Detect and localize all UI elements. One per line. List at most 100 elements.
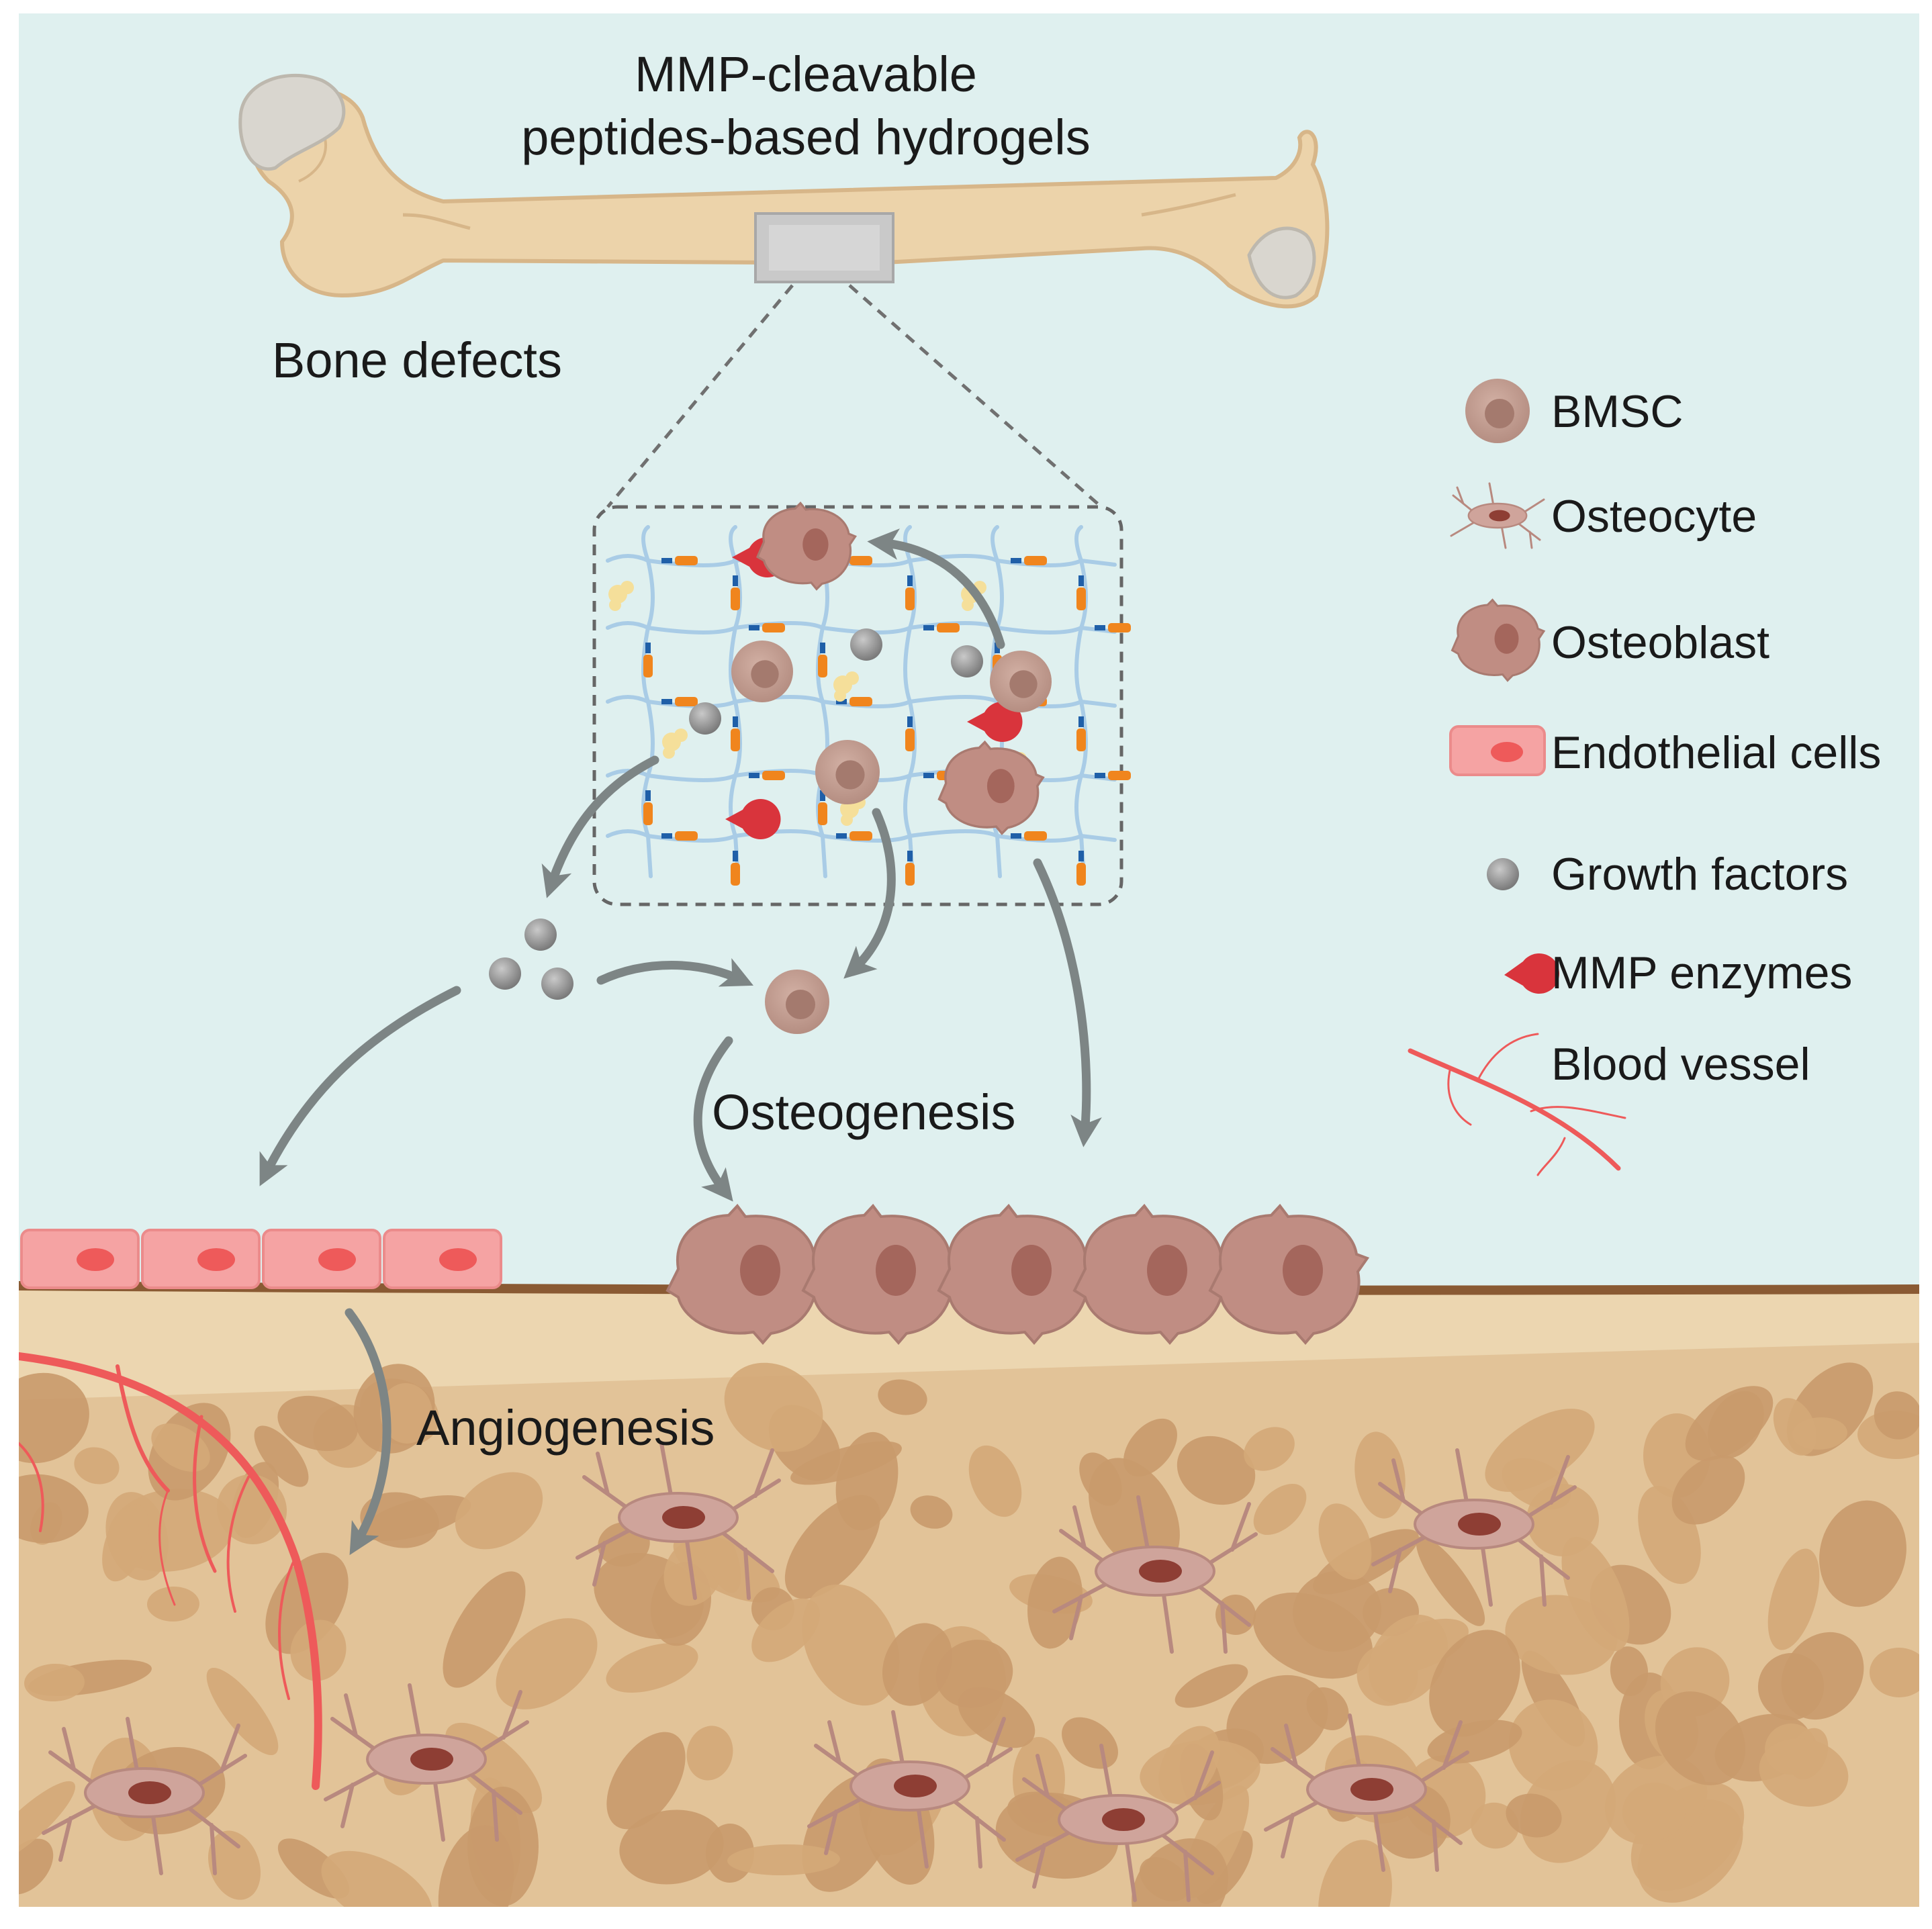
- marrow-pore: [1177, 1436, 1256, 1505]
- marrow-pore: [496, 1618, 598, 1709]
- marrow-pore: [1759, 1738, 1849, 1807]
- bone-defects-label: Bone defects: [272, 332, 562, 388]
- legend-label-blood-vessel: Blood vessel: [1551, 1039, 1810, 1090]
- marrow-pore: [455, 1472, 543, 1550]
- marrow-pore: [1874, 1391, 1919, 1440]
- marrow-pore: [254, 1425, 309, 1487]
- process-arrows: [259, 528, 1102, 1556]
- marrow-pore: [206, 1667, 279, 1756]
- marrow-pore: [208, 1830, 261, 1900]
- marrow-pore: [1123, 1418, 1177, 1477]
- arrow-bmsc-to-osteoblast: [693, 1036, 733, 1202]
- marrow-pore: [1622, 1782, 1686, 1841]
- arrow-angiogenesis: [344, 1308, 392, 1556]
- marrow-pore: [1685, 1386, 1774, 1461]
- marrow-pore: [379, 1383, 433, 1444]
- title-line-1: MMP-cleavable: [635, 46, 977, 102]
- marrow-pore: [1369, 1614, 1448, 1704]
- angiogenesis-label: Angiogenesis: [416, 1400, 715, 1456]
- marrow-pore: [1416, 1536, 1485, 1626]
- marrow-pore: [19, 1838, 54, 1895]
- marrow-pore: [1253, 1483, 1307, 1536]
- legend-label-osteocyte: Osteocyte: [1551, 491, 1757, 542]
- hydrogel-network-inset: [592, 502, 1131, 906]
- marrow-pore: [1354, 1431, 1406, 1519]
- marrow-pore: [958, 1687, 1036, 1748]
- marrow-pore: [1508, 1699, 1598, 1791]
- osteocyte: [576, 1442, 781, 1600]
- legend-label-osteoblast: Osteoblast: [1551, 617, 1769, 668]
- legend-item-growth-factors: Growth factors: [1487, 849, 1848, 900]
- osteocyte-icon: [1450, 482, 1545, 549]
- title-line-2: peptides-based hydrogels: [521, 109, 1090, 165]
- legend-label-mmp-enzymes: MMP enzymes: [1551, 947, 1852, 998]
- marrow-pore: [216, 1474, 287, 1544]
- marrow-pore: [1306, 1687, 1349, 1730]
- marrow-pore: [360, 1492, 439, 1548]
- marrow-pore: [19, 1372, 89, 1464]
- legend-label-bmsc: BMSC: [1551, 386, 1683, 437]
- marrow-pore: [1027, 1556, 1083, 1649]
- zoom-guide-lines: [606, 284, 1103, 508]
- marrow-pore: [724, 1362, 823, 1452]
- osteoblast-icon: [1451, 598, 1546, 682]
- blood-vessel: [19, 1352, 322, 1790]
- osteoblast: [1072, 1203, 1234, 1346]
- marrow-pore: [290, 1619, 347, 1681]
- osteocyte: [1264, 1713, 1469, 1872]
- marrow-pore: [1244, 1427, 1295, 1471]
- marrow-pore: [1870, 1647, 1919, 1698]
- marrow-pore: [1318, 1503, 1372, 1580]
- marrow-pore: [606, 1643, 698, 1693]
- osteocyte: [1052, 1495, 1258, 1654]
- osteocyte: [42, 1717, 247, 1875]
- marrow-pore: [968, 1445, 1022, 1517]
- bmsc-cell: [765, 970, 829, 1034]
- marrow-pore: [1429, 1630, 1520, 1737]
- osteoblast: [801, 1203, 963, 1346]
- arrow-gf-release: [541, 755, 659, 898]
- marrow-pore: [1132, 1838, 1228, 1907]
- marrow-pore: [1819, 1500, 1906, 1607]
- osteocyte: [807, 1710, 1013, 1869]
- legend-item-mmp-enzymes: MMP enzymes: [1504, 947, 1852, 998]
- legend-item-bmsc: BMSC: [1465, 379, 1683, 443]
- bmsc-icon: [1465, 379, 1530, 443]
- marrow-pore: [1293, 1570, 1381, 1652]
- marrow-pore: [1318, 1840, 1392, 1907]
- marrow-pore: [1175, 1664, 1248, 1708]
- marrow-pore: [1773, 1398, 1817, 1456]
- osteoblast: [665, 1203, 827, 1346]
- legend-label-growth-factors: Growth factors: [1551, 849, 1848, 900]
- marrow-pores: [19, 1362, 1919, 1907]
- marrow-pore: [790, 1441, 902, 1485]
- marrow-pore: [878, 1379, 927, 1415]
- osteoblast: [1208, 1203, 1370, 1346]
- growth-factor-icon: [1487, 858, 1519, 890]
- marrow-pore: [1506, 1793, 1562, 1838]
- femur-bone: [238, 74, 1330, 309]
- marrow-pore: [19, 1781, 76, 1865]
- legend-label-endothelial-cells: Endothelial cells: [1551, 727, 1881, 778]
- marrow-pore: [882, 1623, 952, 1706]
- osteogenesis-label: Osteogenesis: [712, 1084, 1016, 1140]
- osteoblast-layer: [665, 1203, 1370, 1346]
- legend-item-osteoblast: Osteoblast: [1451, 598, 1769, 682]
- marrow-pore: [277, 1395, 358, 1452]
- marrow-pore: [438, 1825, 514, 1907]
- marrow-pore: [802, 1584, 900, 1706]
- legend-item-osteocyte: Osteocyte: [1450, 482, 1757, 549]
- marrow-pore: [24, 1663, 85, 1702]
- marrow-pore: [1757, 1653, 1825, 1720]
- arrow-gf-to-endothelial: [259, 986, 461, 1186]
- marrow-pore: [1767, 1548, 1820, 1650]
- marrow-pore: [1079, 1452, 1122, 1506]
- blood-vessel-icon: [1408, 1033, 1626, 1176]
- marrow-pore: [910, 1495, 953, 1529]
- marrow-pore: [321, 1850, 432, 1907]
- marrow-pore: [443, 1571, 526, 1688]
- marrow-pore: [1655, 1691, 1746, 1785]
- marrow-pore: [619, 1809, 724, 1885]
- marrow-pore: [686, 1726, 733, 1781]
- arrow-gf-to-bmsc: [596, 957, 754, 987]
